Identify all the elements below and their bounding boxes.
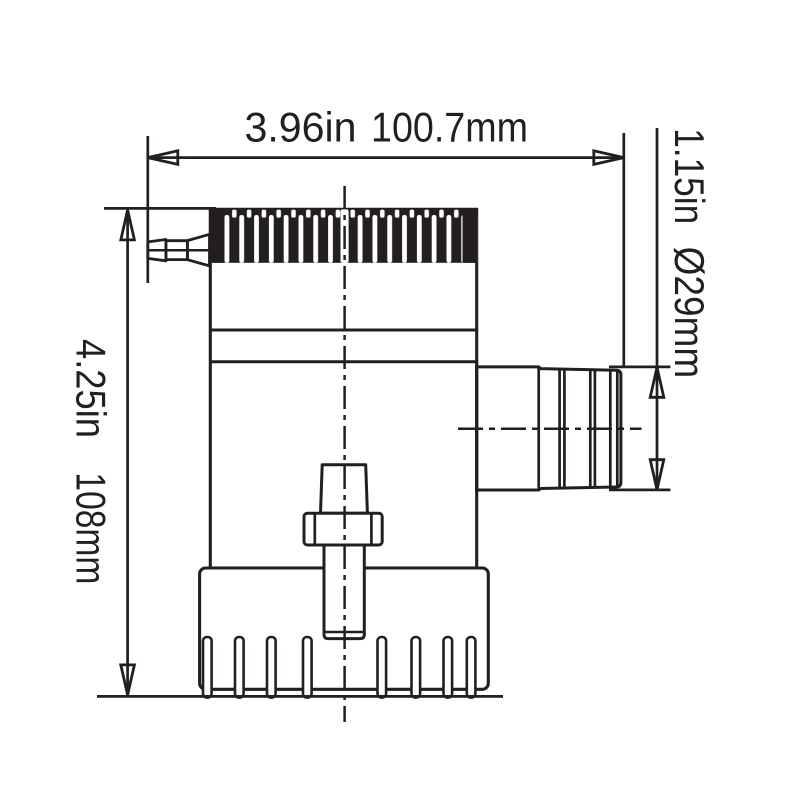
dimension-width: 3.96in 100.7mm bbox=[146, 104, 626, 367]
strainer-slot bbox=[233, 635, 245, 699]
width-label-metric: 100.7mm bbox=[371, 104, 528, 151]
side-nozzle bbox=[146, 232, 211, 268]
strainer-slots bbox=[201, 635, 477, 699]
dimensions: 3.96in 100.7mm 4.25in 108mm 1.15in Ø29m bbox=[68, 104, 713, 698]
fins-left-block bbox=[210, 208, 224, 263]
strainer-slot bbox=[410, 635, 422, 699]
strainer-slot bbox=[465, 635, 477, 699]
width-label-inch: 3.96in bbox=[245, 104, 357, 151]
height-label-inch: 4.25in bbox=[68, 339, 115, 438]
diameter-label-metric: Ø29mm bbox=[666, 247, 713, 379]
diameter-label: 1.15in Ø29mm bbox=[666, 128, 713, 378]
dimension-height: 4.25in 108mm bbox=[68, 207, 503, 698]
diameter-label-inch: 1.15in bbox=[666, 128, 713, 224]
height-label-metric: 108mm bbox=[68, 472, 115, 584]
dimension-outlet-diameter: 1.15in Ø29mm bbox=[609, 128, 713, 492]
strainer-slot bbox=[265, 635, 277, 699]
strainer-slot bbox=[442, 635, 454, 699]
height-label: 4.25in 108mm bbox=[68, 339, 115, 584]
center-lines bbox=[343, 186, 642, 722]
fins-right-block bbox=[462, 208, 478, 263]
strainer-slot bbox=[376, 635, 388, 699]
strainer-slot bbox=[201, 635, 213, 699]
strainer-slot bbox=[301, 635, 313, 699]
